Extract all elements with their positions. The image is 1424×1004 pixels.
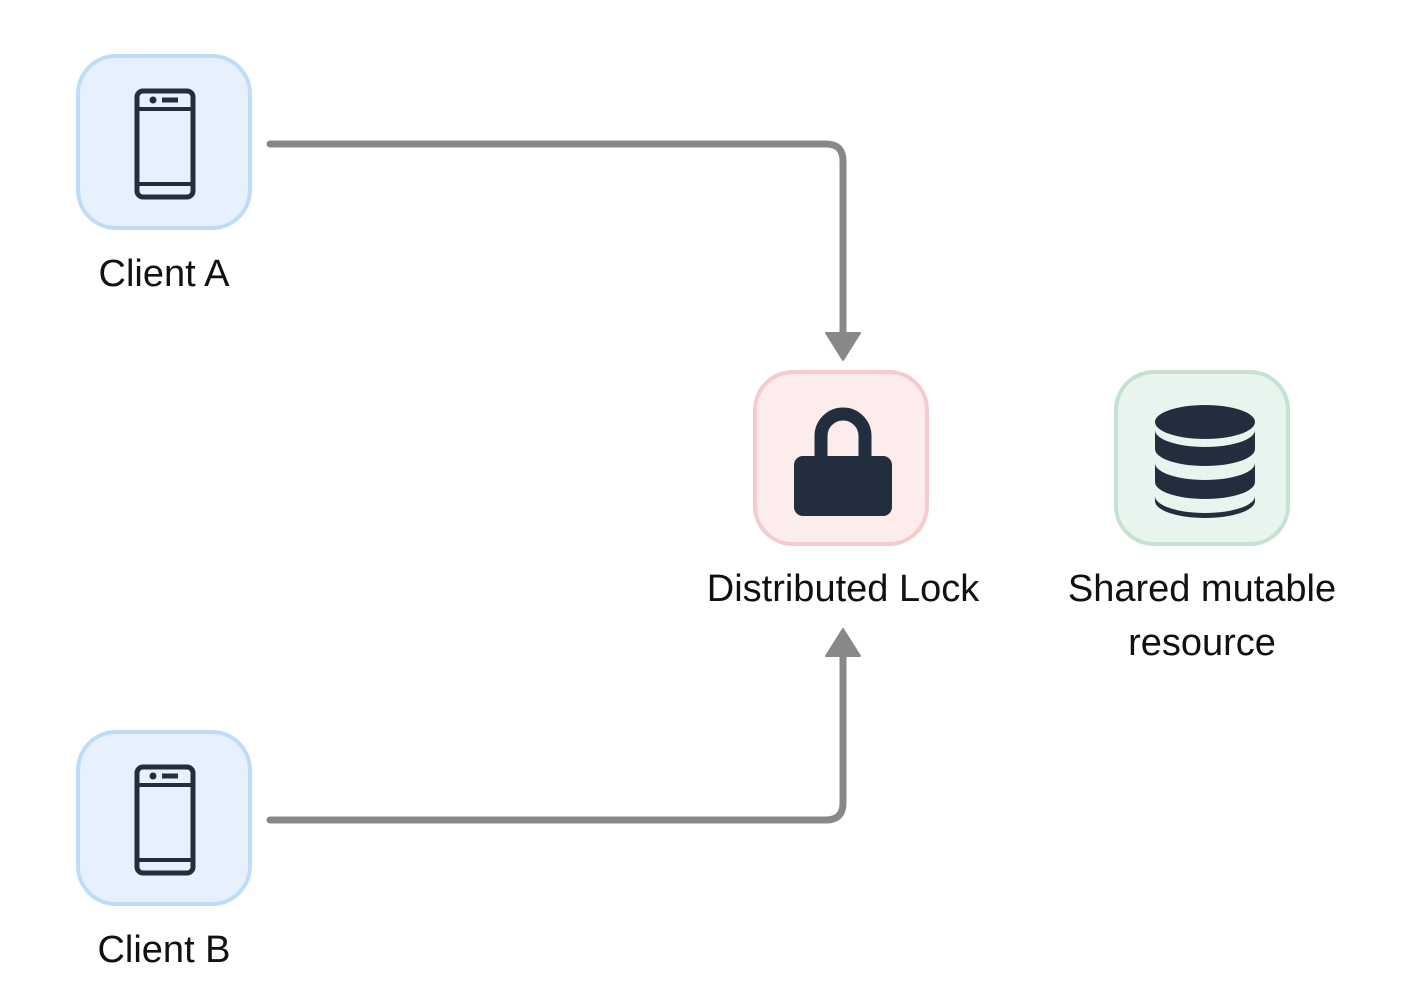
- shared-resource-node[interactable]: [1114, 370, 1290, 546]
- smartphone-icon: [134, 88, 196, 200]
- distributed-lock-label: Distributed Lock: [706, 568, 980, 610]
- arrowhead-client-a-to-lock: [825, 332, 861, 361]
- edge-client-a-to-lock: [266, 140, 847, 342]
- client-b-node[interactable]: [76, 730, 252, 906]
- client-a-node[interactable]: [76, 54, 252, 230]
- distributed-lock-node[interactable]: [753, 370, 929, 546]
- client-a-label: Client A: [98, 253, 230, 295]
- arrowhead-client-b-to-lock: [825, 628, 861, 657]
- client-b-label: Client B: [97, 929, 231, 971]
- database-icon: [1155, 405, 1255, 518]
- edge-client-b-to-lock: [266, 646, 847, 824]
- shared-resource-label: Shared mutable resource: [1067, 568, 1337, 664]
- lock-icon: [794, 407, 892, 516]
- smartphone-icon: [134, 764, 196, 876]
